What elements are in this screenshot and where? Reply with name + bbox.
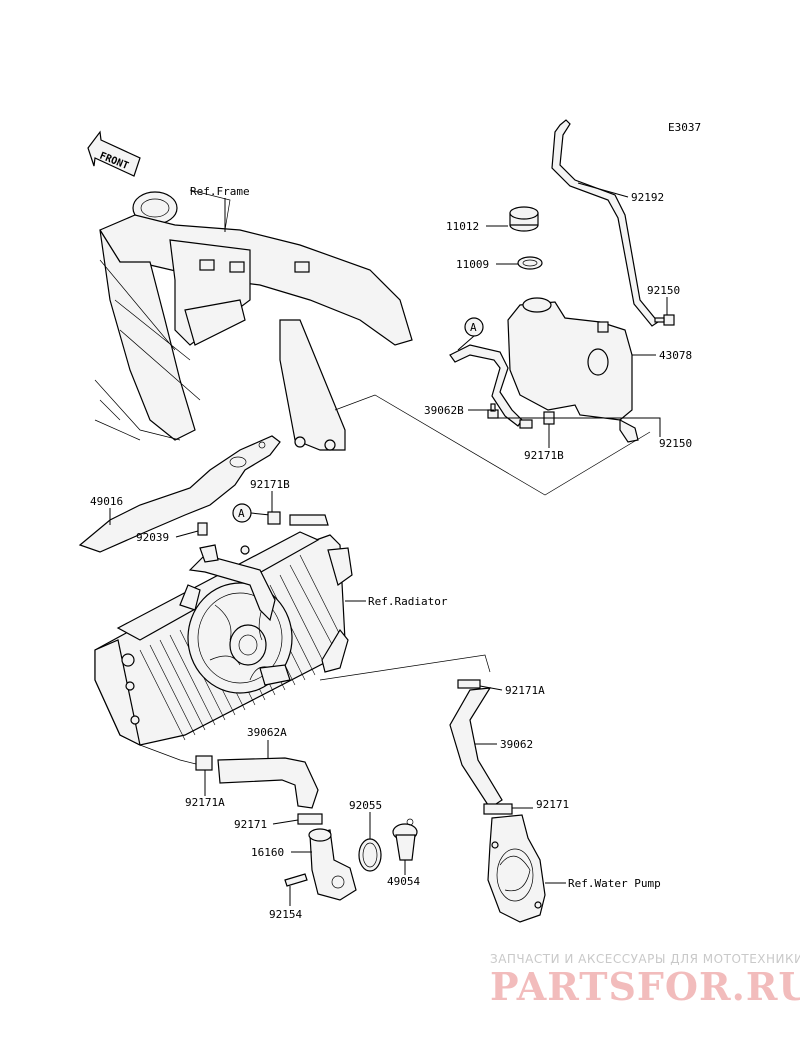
- label-92150-bottom: 92150: [659, 437, 692, 450]
- label-92192: 92192: [631, 191, 664, 204]
- label-16160: 16160: [251, 846, 284, 859]
- label-92171A-top: 92171A: [505, 684, 545, 697]
- front-arrow-icon: FRONT: [87, 130, 141, 177]
- label-49054: 49054: [387, 875, 420, 888]
- fan-illustration: [179, 544, 293, 694]
- label-92055: 92055: [349, 799, 382, 812]
- water-pump-illustration: [487, 814, 546, 923]
- thermostat-49054: [392, 818, 418, 861]
- watermark-subtitle: ЗАПЧАСТИ И АКСЕССУАРЫ ДЛЯ МОТОТЕХНИКИ: [490, 952, 800, 966]
- label-92039: 92039: [136, 531, 169, 544]
- label-92150-top: 92150: [647, 284, 680, 297]
- label-92171A-left: 92171A: [185, 796, 225, 809]
- bolt-92154: [284, 873, 308, 887]
- label-39062: 39062: [500, 738, 533, 751]
- clamp-92171A-top: [457, 679, 481, 689]
- o-ring-92055: [358, 838, 382, 872]
- clamp-92171-housing: [297, 813, 323, 825]
- label-92171B-radiator: 92171B: [250, 478, 290, 491]
- connector-a-top-label: A: [470, 321, 477, 334]
- overflow-hose: [551, 119, 659, 327]
- bolt-92150-top: [654, 314, 675, 326]
- label-92171B-tank: 92171B: [524, 449, 564, 462]
- label-11009: 11009: [456, 258, 489, 271]
- connector-a-mid-label: A: [238, 507, 245, 520]
- label-92171-pump: 92171: [536, 798, 569, 811]
- hose-39062: [449, 687, 503, 809]
- bracket-49016: [78, 435, 281, 553]
- label-39062A: 39062A: [247, 726, 287, 739]
- cap-gasket: [517, 256, 543, 270]
- screw-92039: [197, 522, 208, 536]
- ref-radiator-label: Ref.Radiator: [368, 595, 448, 608]
- label-11012: 11012: [446, 220, 479, 233]
- diagram-code: E3037: [668, 121, 701, 134]
- clamp-92171B-radiator: [267, 511, 329, 526]
- hose-39062B: [449, 344, 523, 427]
- connector-a-mid: A: [232, 503, 252, 523]
- label-92154: 92154: [269, 908, 302, 921]
- label-39062B: 39062B: [424, 404, 464, 417]
- ref-water-pump-label: Ref.Water Pump: [568, 877, 661, 890]
- thermostat-housing: [308, 828, 357, 901]
- label-49016: 49016: [90, 495, 123, 508]
- hose-39062A: [217, 757, 319, 809]
- reservoir-cap: [509, 206, 539, 232]
- connector-a-top: A: [464, 317, 484, 337]
- watermark-logo: PARTSFOR.RU: [490, 964, 800, 1009]
- frame-illustration: [94, 189, 413, 451]
- clamp-92171A-left: [195, 755, 213, 771]
- label-43078: 43078: [659, 349, 692, 362]
- ref-frame-label: Ref.Frame: [190, 185, 250, 198]
- label-92171-housing: 92171: [234, 818, 267, 831]
- clamp-92171-pump: [483, 803, 513, 815]
- bolt-92150-bottom: [487, 403, 499, 419]
- reservoir-tank: [507, 297, 639, 443]
